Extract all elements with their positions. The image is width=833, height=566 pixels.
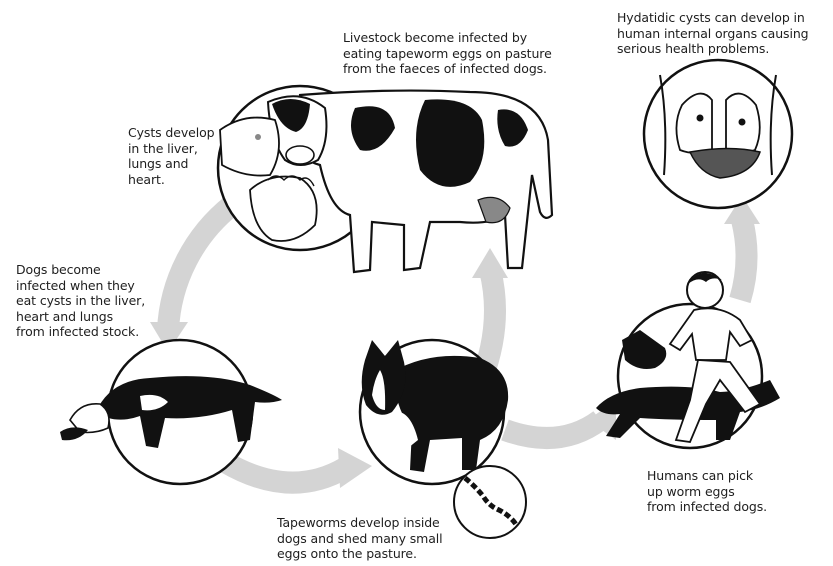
pig-head <box>220 118 279 176</box>
cyst-1 <box>697 115 704 122</box>
caption-hydatidic-cysts: Hydatidic cysts can develop in human int… <box>617 10 808 57</box>
tapeworm-inset <box>454 466 526 538</box>
arrow-dogs-to-tapeworm <box>225 462 345 483</box>
organs-illustration <box>644 60 792 208</box>
arrowhead-tapeworm <box>338 448 372 488</box>
livestock-illustration <box>218 86 552 272</box>
arrow-dog-to-human <box>505 420 600 438</box>
caption-humans-pick-up: Humans can pick up worm eggs from infect… <box>647 468 767 515</box>
caption-dogs-infected: Dogs become infected when they eat cysts… <box>16 262 145 340</box>
arrow-cysts-to-dogs <box>168 205 232 330</box>
cow-spot-2 <box>416 99 484 186</box>
pig-eye <box>255 134 261 140</box>
caption-livestock-infected: Livestock become infected by eating tape… <box>343 30 552 77</box>
boy-dog-illustration <box>596 272 780 448</box>
cyst-2 <box>739 119 746 126</box>
arrowhead-livestock <box>472 248 508 278</box>
food-scrap <box>60 427 88 440</box>
cow-muzzle <box>286 146 314 164</box>
collie-illustration <box>360 340 526 538</box>
arrow-human-to-hydatid <box>740 220 747 300</box>
caption-cysts-develop: Cysts develop in the liver, lungs and he… <box>128 125 215 187</box>
caption-tapeworms-develop: Tapeworms develop inside dogs and shed m… <box>277 515 443 562</box>
